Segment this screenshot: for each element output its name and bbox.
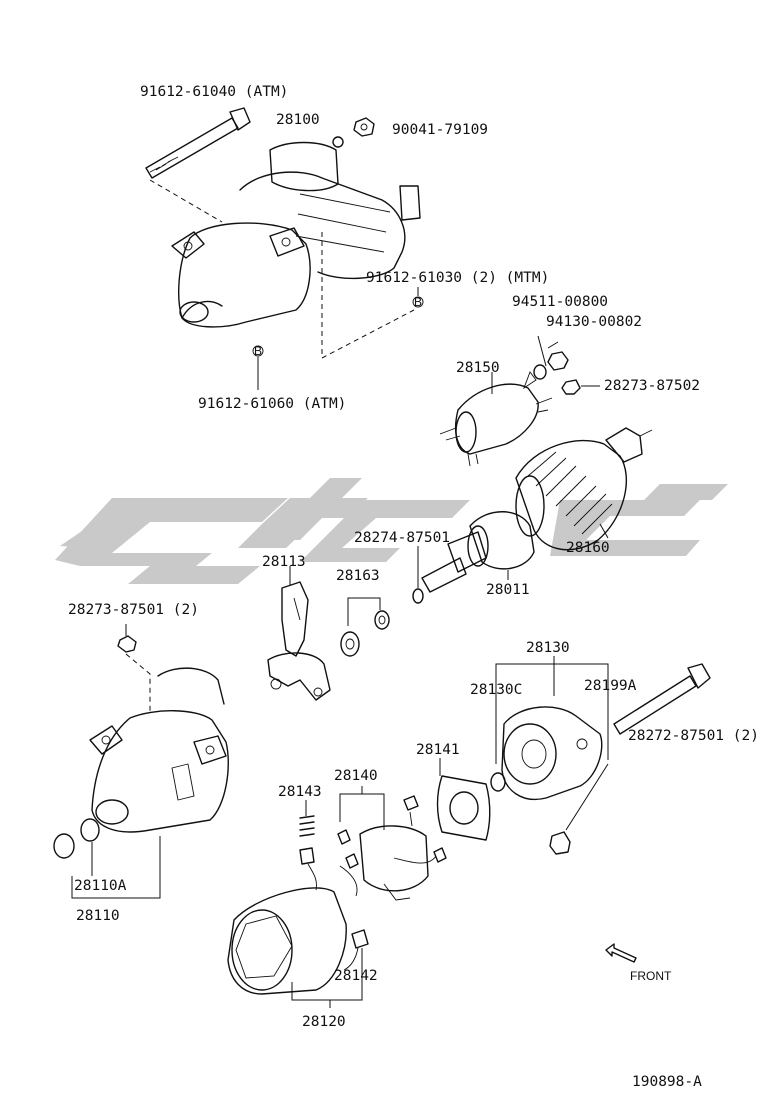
nut-90041-79109: [353, 117, 375, 137]
washers-28163: [340, 597, 390, 657]
nut-94130: [547, 351, 569, 371]
label-nut-top: 90041-79109: [392, 122, 488, 138]
solenoid-28150: [439, 371, 553, 467]
label-housing-28110: 28110: [76, 908, 120, 924]
svg-text:B: B: [414, 295, 422, 309]
label-bushing-28110a: 28110A: [74, 878, 127, 894]
brush-holder-28140: [337, 795, 447, 901]
bolt-91612-61040: [145, 107, 251, 223]
label-starter-assy: 28100: [276, 112, 320, 128]
pinion-clutch-28011: [421, 511, 535, 593]
label-brush-28142: 28142: [334, 968, 378, 984]
label-lever: 28113: [262, 554, 306, 570]
label-bushing-28130c: 28130C: [470, 682, 522, 698]
label-frame-28130: 28130: [526, 640, 570, 656]
front-arrow-icon: [605, 943, 637, 963]
label-ring-28274: 28274-87501: [354, 530, 450, 546]
label-plug-28199a: 28199A: [584, 678, 637, 694]
armature-28160: [515, 427, 653, 551]
bushing-28110a: [53, 818, 100, 859]
label-bolt-mtm: 91612-61030 (2) (MTM): [366, 270, 549, 286]
bolt-28272-87501: [613, 663, 711, 735]
label-plate-28141: 28141: [416, 742, 460, 758]
commutator-frame-28130: [501, 706, 603, 800]
label-pinion: 28011: [486, 582, 530, 598]
label-nut-94130: 94130-00802: [546, 314, 642, 330]
label-nut-left: 28273-87501 (2): [68, 602, 199, 618]
label-solenoid: 28150: [456, 360, 500, 376]
ref-b-marker-icon: B B: [252, 295, 424, 358]
label-bolt-28272: 28272-87501 (2): [628, 728, 759, 744]
nut-28273-87501: [117, 635, 137, 653]
nut-28273-87502: [561, 379, 581, 395]
label-armature: 28160: [566, 540, 610, 556]
ring-28274: [412, 588, 424, 604]
label-nut-28273-87502: 28273-87502: [604, 378, 700, 394]
label-washer-94511: 94511-00800: [512, 294, 608, 310]
washer-94511: [533, 364, 547, 380]
label-bolt-atm-upper: 91612-61040 (ATM): [140, 84, 288, 100]
label-washers-28163: 28163: [336, 568, 380, 584]
yoke-28120: [227, 847, 369, 995]
watermark-logo: [55, 478, 728, 584]
figure-id: 190898-A: [632, 1074, 702, 1090]
bushing-28130c: [490, 772, 506, 792]
label-brush-holder: 28140: [334, 768, 378, 784]
drive-lever-28113: [267, 581, 331, 701]
label-spring-28143: 28143: [278, 784, 322, 800]
label-front: FRONT: [630, 969, 672, 983]
spring-28143: [299, 815, 315, 837]
insulator-plate-28141: [436, 775, 491, 841]
label-bolt-atm-lower: 91612-61060 (ATM): [198, 396, 346, 412]
svg-text:B: B: [254, 344, 262, 358]
part-labels: 91612-61040 (ATM) 28100 90041-79109 9161…: [68, 84, 759, 1090]
starter-assembly: [171, 136, 421, 328]
housing-28110: [89, 667, 229, 833]
label-yoke-28120: 28120: [302, 1014, 346, 1030]
plug-28199a: [549, 831, 571, 855]
